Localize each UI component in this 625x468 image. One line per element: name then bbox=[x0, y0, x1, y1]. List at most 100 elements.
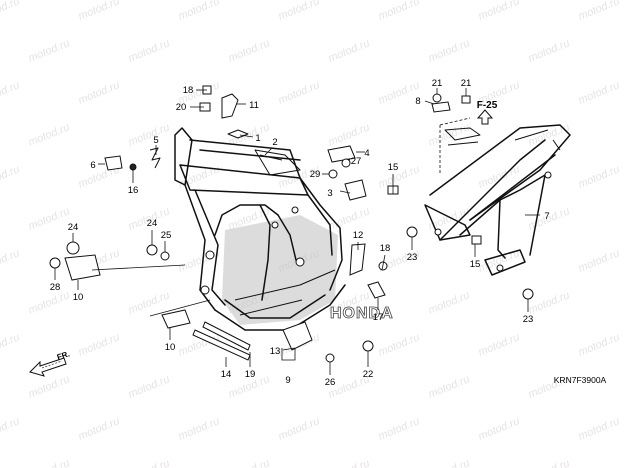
callout-10a: 10 bbox=[73, 292, 84, 303]
bracket-part-10b bbox=[161, 309, 191, 329]
callout-18b: 18 bbox=[380, 243, 391, 254]
callout-12: 12 bbox=[353, 230, 364, 241]
diagram-code: KRN7F3900A bbox=[554, 375, 607, 385]
bolt-part-21a bbox=[432, 93, 442, 103]
watermark-text: motod.ru bbox=[277, 79, 322, 106]
watermark-text: motod.ru bbox=[27, 289, 72, 316]
watermark-text: motod.ru bbox=[0, 79, 21, 106]
callout-27: 27 bbox=[351, 156, 362, 167]
watermark-text: motod.ru bbox=[177, 415, 222, 442]
watermark-text: motod.ru bbox=[77, 79, 122, 106]
watermark-text: motod.ru bbox=[0, 415, 21, 442]
bracket-part-12 bbox=[349, 243, 366, 276]
callout-17: 17 bbox=[373, 312, 384, 323]
bolt-part-17 bbox=[367, 281, 386, 299]
callout-5: 5 bbox=[153, 135, 158, 146]
watermark-text: motod.ru bbox=[377, 163, 422, 190]
callout-6: 6 bbox=[90, 160, 95, 171]
watermark-text: motod.ru bbox=[327, 37, 372, 64]
callout-14: 14 bbox=[221, 369, 232, 380]
callout-21b: 21 bbox=[461, 78, 472, 89]
watermark-text: motod.ru bbox=[227, 37, 272, 64]
watermark-text: motod.ru bbox=[427, 373, 472, 400]
bracket-part-3 bbox=[344, 179, 367, 201]
collar-part-24b bbox=[66, 241, 80, 255]
callout-10b: 10 bbox=[165, 342, 176, 353]
callout-15b: 15 bbox=[470, 259, 481, 270]
nut-part-16 bbox=[129, 163, 137, 171]
watermark-text: motod.ru bbox=[77, 0, 122, 23]
watermark-text: motod.ru bbox=[127, 457, 172, 468]
callout-2: 2 bbox=[272, 137, 277, 148]
bolt-part-15b bbox=[471, 235, 482, 245]
callout-15a: 15 bbox=[388, 162, 399, 173]
watermark-text: motod.ru bbox=[177, 0, 222, 23]
watermark-text: motod.ru bbox=[277, 0, 322, 23]
watermark-text: motod.ru bbox=[577, 0, 622, 23]
watermark-text: motod.ru bbox=[427, 37, 472, 64]
grommet-part-29 bbox=[328, 169, 338, 179]
watermark-text: motod.ru bbox=[27, 121, 72, 148]
callout-1: 1 bbox=[255, 133, 260, 144]
watermark-text: motod.ru bbox=[427, 289, 472, 316]
callout-26: 26 bbox=[325, 377, 336, 388]
bolt-part-26 bbox=[325, 353, 335, 363]
watermark-text: motod.ru bbox=[477, 0, 522, 23]
watermark-text: motod.ru bbox=[0, 247, 21, 274]
watermark-text: motod.ru bbox=[377, 415, 422, 442]
callout-21a: 21 bbox=[432, 78, 443, 89]
leader-lines bbox=[54, 88, 540, 375]
watermark-text: motod.ru bbox=[427, 457, 472, 468]
callout-23a: 23 bbox=[407, 252, 418, 263]
bracket-part-6 bbox=[104, 155, 123, 171]
watermark-text: motod.ru bbox=[577, 415, 622, 442]
bolt-part-19 bbox=[202, 321, 251, 351]
watermark-text: motod.ru bbox=[0, 0, 21, 23]
callout-4: 4 bbox=[364, 148, 369, 159]
bolt-part-23b bbox=[522, 288, 534, 300]
front-direction-arrow: FR. bbox=[29, 349, 71, 377]
callout-29: 29 bbox=[310, 169, 321, 180]
callouts: 1 2 3 4 5 6 7 8 9 10 10 11 12 13 14 15 1… bbox=[50, 78, 550, 388]
watermark-text: motod.ru bbox=[0, 163, 21, 190]
watermark-text: motod.ru bbox=[327, 121, 372, 148]
collar-part-24a bbox=[146, 244, 158, 256]
watermark-text: motod.ru bbox=[127, 373, 172, 400]
nut-part-21b bbox=[461, 95, 471, 104]
front-direction-label: FR. bbox=[56, 349, 71, 362]
bracket-part-10a bbox=[64, 254, 101, 281]
watermark-text: motod.ru bbox=[27, 205, 72, 232]
bracket-part-8 bbox=[431, 101, 451, 113]
nut-part-28 bbox=[49, 257, 61, 269]
watermark-text: motod.ru bbox=[27, 373, 72, 400]
callout-19: 19 bbox=[245, 369, 256, 380]
bolt-part-22 bbox=[362, 340, 374, 352]
watermark-text: motod.ru bbox=[327, 205, 372, 232]
watermark-text: motod.ru bbox=[577, 79, 622, 106]
watermark-text: motod.ru bbox=[527, 457, 572, 468]
watermark-text: motod.ru bbox=[377, 0, 422, 23]
brand-logo: HONDA bbox=[330, 305, 394, 322]
watermark-text: motod.ru bbox=[27, 37, 72, 64]
callout-16: 16 bbox=[128, 185, 139, 196]
callout-25: 25 bbox=[161, 230, 172, 241]
watermark-text: motod.ru bbox=[477, 415, 522, 442]
callout-24a: 24 bbox=[147, 218, 158, 229]
callout-3: 3 bbox=[327, 188, 332, 199]
bracket-part-4 bbox=[327, 145, 356, 163]
watermark-text: motod.ru bbox=[477, 331, 522, 358]
callout-7: 7 bbox=[544, 211, 549, 222]
bolt-part-14 bbox=[192, 329, 251, 361]
clip-part-27 bbox=[341, 158, 351, 168]
plate-part-1 bbox=[227, 129, 249, 139]
callout-11: 11 bbox=[249, 100, 259, 111]
bolt-part-23a bbox=[406, 226, 418, 238]
watermark-text: motod.ru bbox=[127, 121, 172, 148]
callout-8: 8 bbox=[415, 96, 420, 107]
clip-part-5 bbox=[149, 147, 161, 169]
watermark-text: motod.ru bbox=[577, 163, 622, 190]
rear-subframe bbox=[424, 124, 571, 276]
watermark-text: motod.ru bbox=[277, 415, 322, 442]
main-frame bbox=[174, 127, 346, 331]
